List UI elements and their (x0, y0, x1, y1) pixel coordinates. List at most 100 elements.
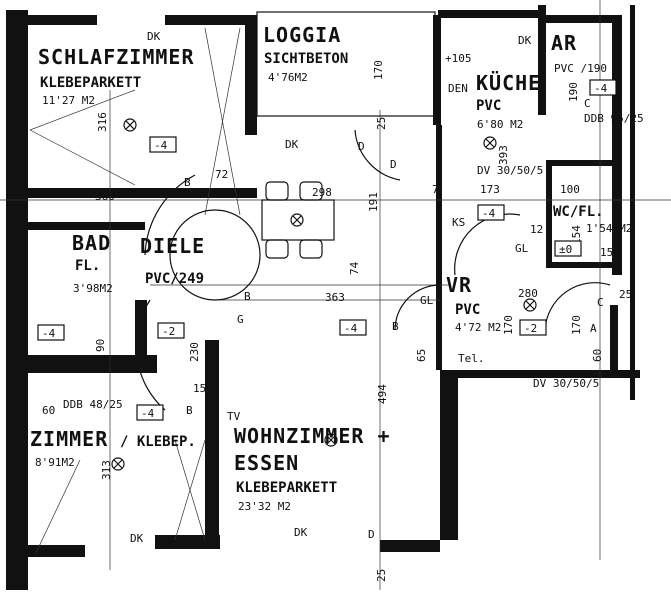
note: G (237, 313, 244, 326)
level-badge: -2 (519, 319, 547, 336)
note: A (590, 322, 597, 335)
dimension: 393 (497, 145, 510, 165)
dimension: 12 (530, 223, 543, 236)
note: D (368, 528, 375, 541)
room-name-2: ESSEN (234, 451, 299, 475)
svg-text:-4: -4 (154, 139, 168, 152)
dimension: 170 (570, 315, 583, 335)
room-zimmer: ZIMMER / KLEBEP. 8'91M2 (30, 427, 196, 469)
note: DV 30/50/5 (477, 164, 543, 177)
dimension: 230 (188, 342, 201, 362)
room-name: VR (446, 273, 472, 297)
level-badge: -4 (339, 319, 367, 336)
dimension: 363 (325, 291, 345, 304)
loggia-outline (256, 11, 436, 117)
walls (6, 5, 640, 590)
dimension: 25 (619, 288, 632, 301)
room-vr: VR PVC 4'72 M2 (446, 273, 501, 334)
dimension: 170 (502, 315, 515, 335)
room-name: DIELE (140, 234, 205, 258)
note: +105 (445, 52, 472, 65)
room-floor: / KLEBEP. (120, 434, 196, 450)
note: DDB 95/25 (584, 112, 644, 125)
note: GL (420, 294, 434, 307)
note: DK (147, 30, 161, 43)
room-area: 1'54 M2 (586, 222, 632, 235)
room-area: 6'80 M2 (477, 118, 523, 131)
room-schlafzimmer: SCHLAFZIMMER KLEBEPARKETT 11'27 M2 (38, 45, 195, 107)
room-ar: AR PVC /190 (551, 31, 607, 75)
dimension: 7 (432, 183, 439, 196)
dimension: 360 (95, 190, 115, 203)
room-diele: DIELE PVC/249 (140, 234, 205, 287)
dimension: 298 (312, 186, 332, 199)
dining-table (261, 181, 335, 259)
room-wohnzimmer: WOHNZIMMER + ESSEN KLEBEPARKETT 23'32 M2 (234, 424, 391, 513)
dimension: 72 (215, 168, 228, 181)
dimension: 173 (480, 183, 500, 196)
note: DK (518, 34, 532, 47)
note: TV (227, 410, 241, 423)
room-name: SCHLAFZIMMER (38, 45, 195, 69)
level-badge: -4 (477, 204, 505, 221)
room-floor: KLEBEPARKETT (40, 75, 141, 91)
svg-text:-4: -4 (141, 407, 155, 420)
dimension: 280 (518, 287, 538, 300)
room-floor: SICHTBETON (264, 51, 348, 67)
room-area: 4'72 M2 (455, 321, 501, 334)
room-floor: PVC (455, 302, 480, 318)
note: DV 30/50/5 (533, 377, 599, 390)
svg-text:-2: -2 (524, 322, 537, 335)
note: DEN (448, 82, 468, 95)
note: Tel. (458, 352, 485, 365)
room-kueche: KÜCHE PVC 6'80 M2 (476, 71, 541, 131)
dimension: 90 (94, 339, 107, 352)
note: C (584, 97, 591, 110)
room-floor: PVC (476, 98, 501, 114)
svg-text:-4: -4 (482, 207, 496, 220)
room-bad: BAD FL. 3'98M2 (72, 231, 113, 295)
dimension: 316 (96, 112, 109, 132)
level-badge: -4 (589, 79, 617, 96)
level-badge: -4 (149, 136, 177, 153)
note: D (358, 140, 365, 153)
room-name: WOHNZIMMER + (234, 424, 391, 448)
note: DK (130, 532, 144, 545)
room-area: 3'98M2 (73, 282, 113, 295)
dimension: 494 (376, 384, 389, 404)
note: KS (452, 216, 465, 229)
room-name: ZIMMER (30, 427, 108, 451)
svg-text:-2: -2 (162, 325, 175, 338)
room-name: KÜCHE (476, 71, 541, 95)
room-floor: PVC /190 (554, 62, 607, 75)
room-name: WC/FL. (553, 204, 604, 220)
dimension: 25 (375, 117, 388, 130)
ceiling-light-icon (111, 118, 537, 471)
dimension-labels: 360 316 298 191 74 363 494 313 173 7 100… (42, 60, 632, 582)
dimension: 25 (375, 569, 388, 582)
level-badge: -4 (136, 404, 164, 421)
dimension: 15 (600, 246, 613, 259)
room-floor: PVC/249 (145, 271, 204, 287)
note: D (390, 158, 397, 171)
svg-text:±0: ±0 (559, 243, 572, 256)
svg-text:-4: -4 (344, 322, 358, 335)
note: B (186, 404, 193, 417)
dimension: 74 (348, 261, 361, 275)
room-wc: WC/FL. 1'54 M2 (553, 204, 632, 235)
room-name: AR (551, 31, 577, 55)
dimension: 60 (42, 404, 55, 417)
note: B (184, 176, 191, 189)
note: B (244, 290, 251, 303)
room-floor: FL. (75, 258, 100, 274)
dimension: 65 (415, 349, 428, 362)
room-name: BAD (72, 231, 111, 255)
room-floor: KLEBEPARKETT (236, 480, 337, 496)
note: GL (515, 242, 529, 255)
level-badge: -4 (37, 324, 65, 341)
note: DK (294, 526, 308, 539)
plan-notes: DV 30/50/5 DV 30/50/5 DDB 95/25 DDB 48/2… (63, 30, 644, 545)
note: B (392, 320, 399, 333)
svg-text:-4: -4 (594, 82, 608, 95)
